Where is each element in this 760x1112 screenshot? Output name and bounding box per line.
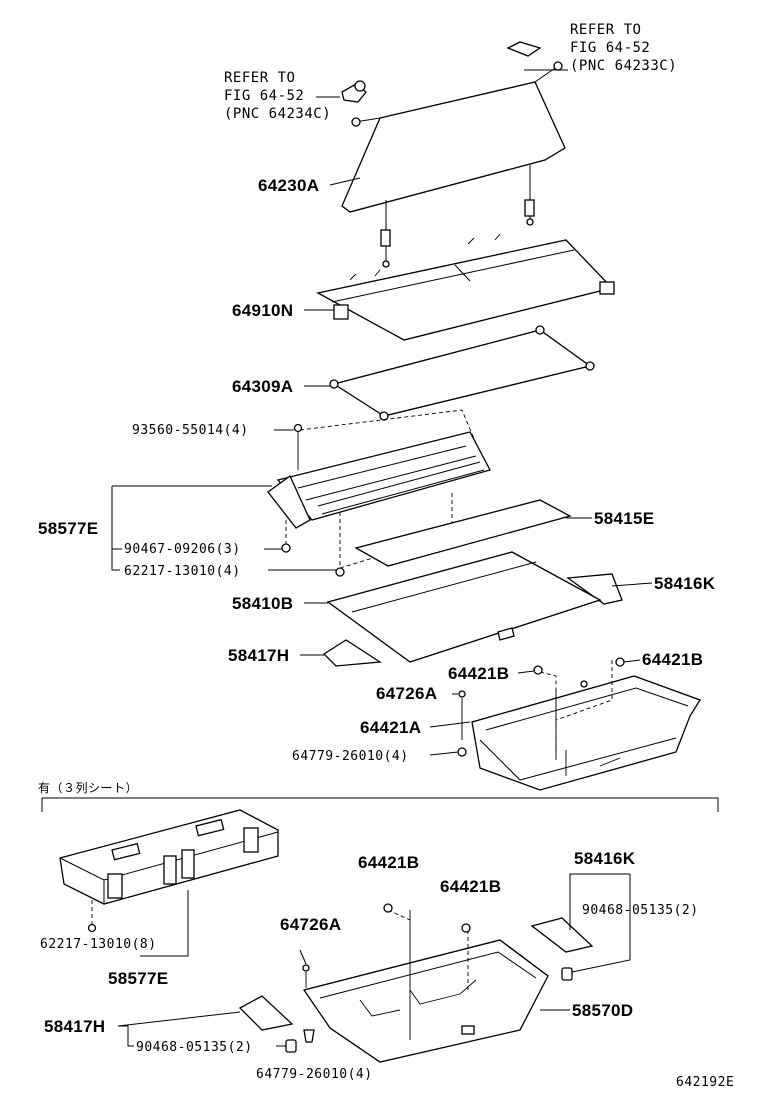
label-62217-lower: 62217-13010(8)	[40, 937, 157, 952]
svg-text:REFER TO: REFER TO	[224, 70, 295, 86]
label-64421A: 64421A	[360, 718, 421, 737]
label-58416K-lower: 58416K	[574, 849, 636, 868]
label-58410B: 58410B	[232, 594, 293, 613]
leader-lines	[111, 69, 653, 1047]
label-90467: 90467-09206(3)	[124, 542, 241, 557]
label-58577E-upper: 58577E	[38, 519, 98, 538]
svg-text:(PNC 64234C): (PNC 64234C)	[224, 106, 331, 122]
side-cover-58417H-lower	[238, 995, 315, 1053]
luggage-net-64309A	[329, 325, 595, 421]
svg-text:REFER TO: REFER TO	[570, 22, 641, 38]
label-90468-left: 90468-05135(2)	[136, 1040, 253, 1055]
side-cover-58416K-lower	[530, 917, 594, 981]
label-64309A: 64309A	[232, 377, 293, 396]
side-cover-58417H-upper	[322, 639, 382, 667]
hook-64234C	[341, 80, 367, 103]
label-64726A-lower: 64726A	[280, 915, 341, 934]
deck-tray-58577E-lower	[59, 809, 279, 957]
svg-text:FIG 64-52: FIG 64-52	[224, 88, 304, 104]
label-58415E: 58415E	[594, 509, 654, 528]
deck-board-58415E	[354, 499, 572, 567]
svg-text:FIG 64-52: FIG 64-52	[570, 40, 650, 56]
section-note: 有（３列シート）	[38, 781, 138, 795]
label-58417H-lower: 58417H	[44, 1017, 105, 1036]
label-93560: 93560-55014(4)	[132, 423, 249, 438]
tonneau-cover-64910N	[316, 233, 615, 341]
storage-box-64421A	[457, 657, 701, 791]
section-bracket	[41, 797, 719, 812]
label-64910N: 64910N	[232, 301, 293, 320]
label-58416K-upper: 58416K	[654, 574, 716, 593]
label-62217-upper: 62217-13010(4)	[124, 564, 241, 579]
label-90468-right: 90468-05135(2)	[582, 903, 699, 918]
figure-id: 642192E	[676, 1075, 734, 1090]
refer-callout-64234C: REFER TO FIG 64-52 (PNC 64234C)	[224, 70, 331, 122]
floor-board-58410B	[326, 551, 602, 663]
label-58570D: 58570D	[572, 1001, 633, 1020]
label-64726A-upper: 64726A	[376, 684, 437, 703]
svg-text:(PNC 64233C): (PNC 64233C)	[570, 58, 677, 74]
label-64779-upper: 64779-26010(4)	[292, 749, 409, 764]
label-64421B-lower-a: 64421B	[358, 853, 419, 872]
deck-tray-58577E	[267, 409, 491, 577]
cargo-net-64230A	[341, 61, 566, 268]
refer-callout-64233C: REFER TO FIG 64-52 (PNC 64233C)	[570, 22, 677, 74]
label-64421B-a: 64421B	[448, 664, 509, 683]
hook-64233C	[506, 41, 542, 57]
label-58417H-upper: 58417H	[228, 646, 289, 665]
label-64421B-b: 64421B	[642, 650, 703, 669]
label-64230A: 64230A	[258, 176, 319, 195]
label-64421B-lower-b: 64421B	[440, 877, 501, 896]
storage-box-58570D	[302, 903, 549, 1063]
label-64779-lower: 64779-26010(4)	[256, 1067, 373, 1082]
label-58577E-lower: 58577E	[108, 969, 168, 988]
